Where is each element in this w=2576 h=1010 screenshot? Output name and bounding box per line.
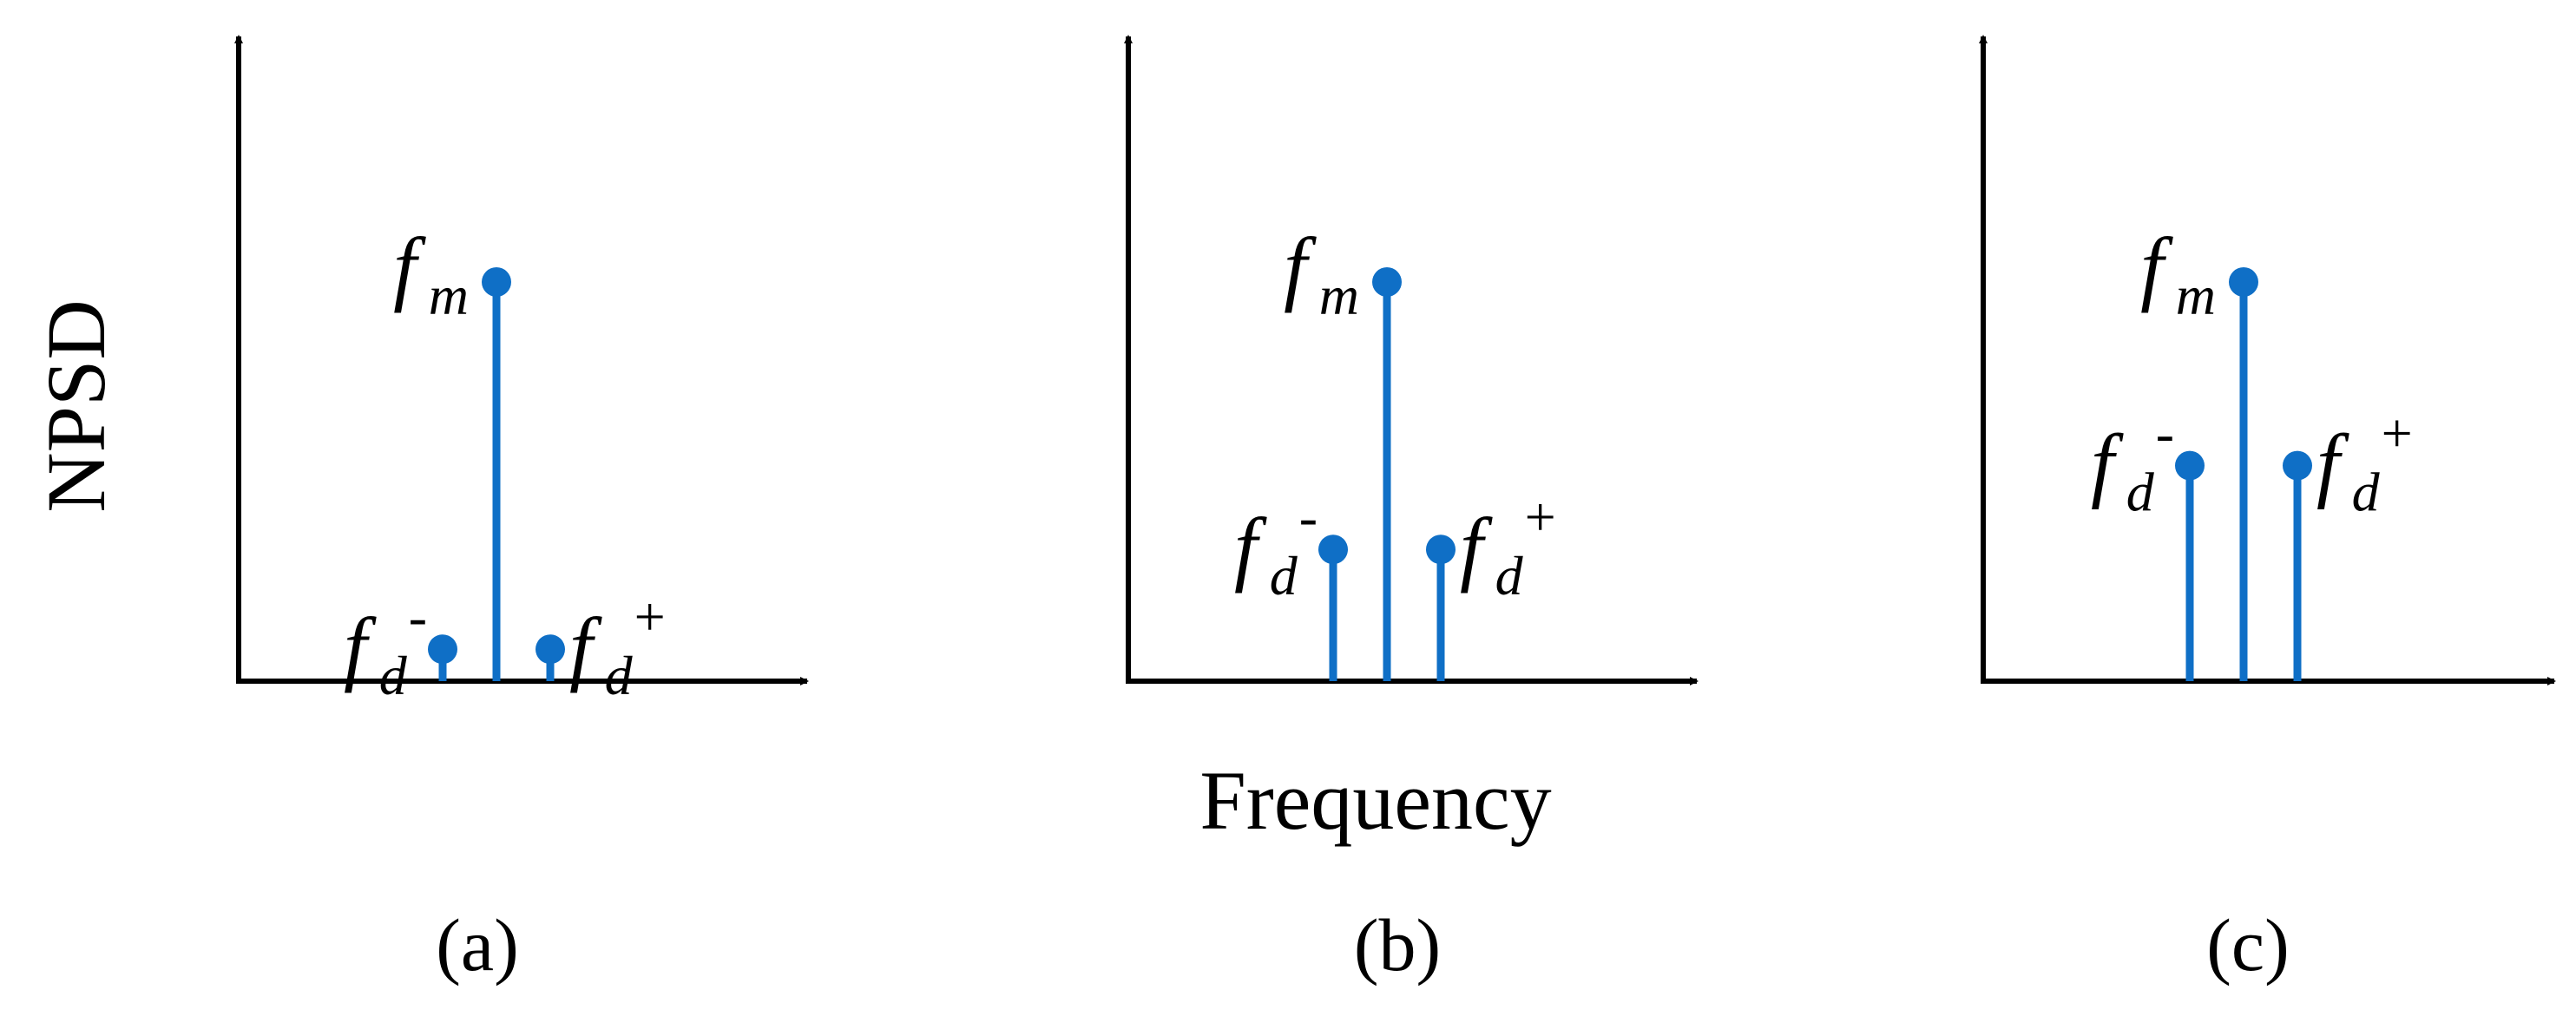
- x-axis-label: Frequency: [1199, 754, 1551, 847]
- stem-marker-right: [536, 634, 565, 665]
- panel-label: (c): [2206, 903, 2289, 987]
- stem-marker-left: [2175, 450, 2205, 481]
- stem-marker-right: [2283, 450, 2312, 481]
- stem-marker-left: [428, 634, 457, 665]
- stem-marker-center: [482, 267, 511, 297]
- stem-marker-right: [1426, 535, 1456, 565]
- stem-marker-center: [1372, 267, 1402, 297]
- panel-label: (a): [436, 903, 518, 987]
- panel-label: (b): [1354, 903, 1441, 987]
- stem-marker-left: [1318, 535, 1348, 565]
- stem-marker-center: [2229, 267, 2258, 297]
- y-axis-label: NPSD: [30, 299, 122, 512]
